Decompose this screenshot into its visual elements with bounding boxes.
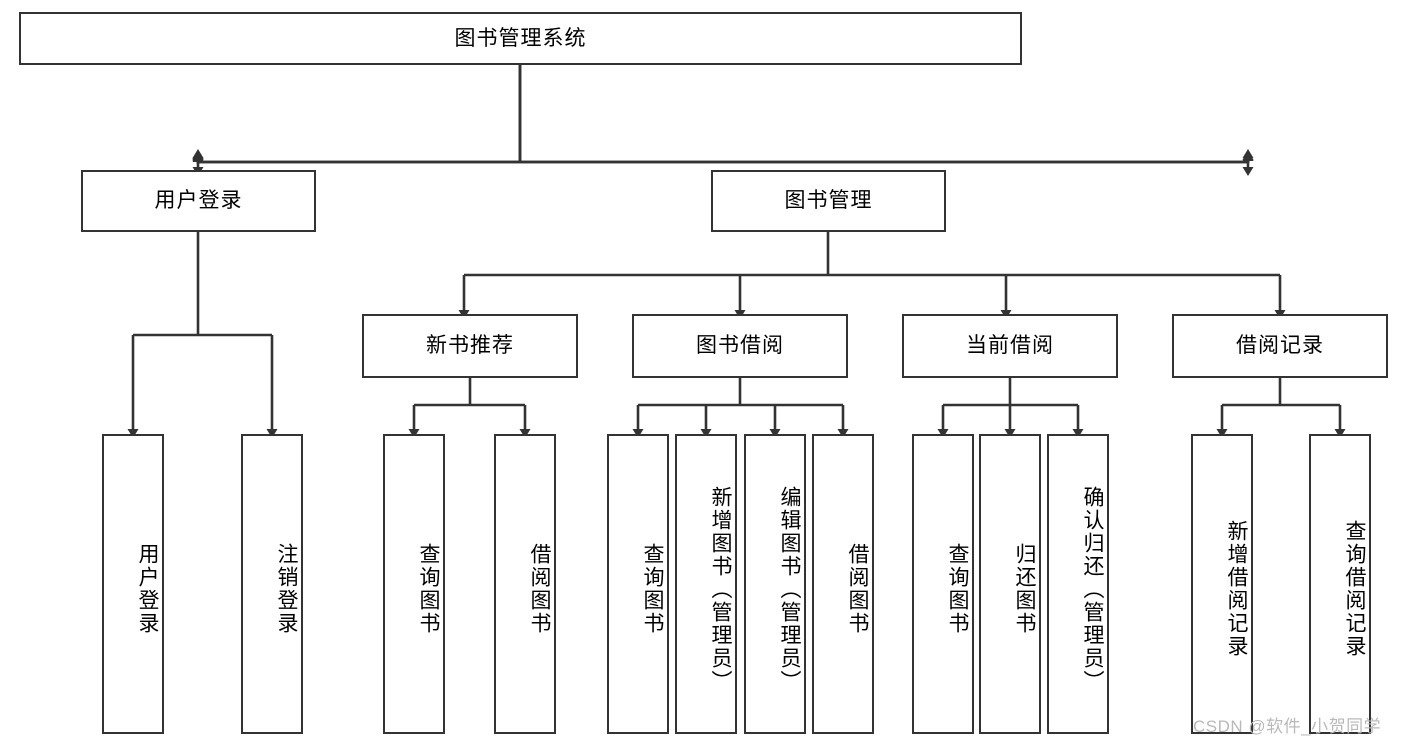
node-label: 借阅记录	[1236, 334, 1324, 358]
node-label: 借阅图书	[528, 543, 551, 635]
node-label: 新书推荐	[426, 334, 514, 358]
leaf-current-confirm-return[interactable]: 确认归还（管理员）	[1047, 434, 1109, 734]
node-new-book-recommend[interactable]: 新书推荐	[362, 314, 578, 378]
node-book-borrow[interactable]: 图书借阅	[632, 314, 848, 378]
node-label: 查询图书	[417, 543, 440, 635]
node-label: 当前借阅	[966, 334, 1054, 358]
leaf-borrow-add-book[interactable]: 新增图书（管理员）	[675, 434, 737, 734]
node-label: 查询图书	[946, 543, 969, 635]
leaf-newbook-query-book[interactable]: 查询图书	[383, 434, 445, 734]
node-user-login[interactable]: 用户登录	[81, 170, 316, 232]
leaf-record-query-record[interactable]: 查询借阅记录	[1309, 434, 1371, 734]
leaf-record-add-record[interactable]: 新增借阅记录	[1191, 434, 1253, 734]
node-label: 查询图书	[641, 543, 664, 635]
node-label: 确认归还（管理员）	[1081, 485, 1104, 693]
node-book-management[interactable]: 图书管理	[711, 170, 946, 232]
leaf-borrow-query-book[interactable]: 查询图书	[607, 434, 669, 734]
leaf-logout[interactable]: 注销登录	[241, 434, 303, 734]
node-label: 查询借阅记录	[1343, 520, 1366, 658]
node-label: 用户登录	[154, 189, 243, 213]
node-borrow-record[interactable]: 借阅记录	[1172, 314, 1388, 378]
leaf-current-return-book[interactable]: 归还图书	[979, 434, 1041, 734]
node-label: 注销登录	[275, 543, 298, 635]
node-label: 图书管理系统	[454, 26, 587, 50]
node-label: 图书管理	[784, 189, 873, 213]
node-label: 新增图书（管理员）	[709, 485, 732, 693]
leaf-newbook-borrow-book[interactable]: 借阅图书	[494, 434, 556, 734]
node-label: 编辑图书（管理员）	[778, 485, 801, 693]
node-root[interactable]: 图书管理系统	[19, 12, 1022, 65]
leaf-user-login[interactable]: 用户登录	[102, 434, 164, 734]
node-label: 新增借阅记录	[1225, 520, 1248, 658]
node-label: 用户登录	[136, 543, 159, 635]
leaf-borrow-edit-book[interactable]: 编辑图书（管理员）	[744, 434, 806, 734]
node-label: 借阅图书	[846, 543, 869, 635]
node-label: 归还图书	[1013, 543, 1036, 635]
csdn-watermark: CSDN @软件_小贺同学	[1193, 717, 1382, 736]
leaf-borrow-borrow-book[interactable]: 借阅图书	[812, 434, 874, 734]
node-current-borrow[interactable]: 当前借阅	[902, 314, 1118, 378]
node-label: 图书借阅	[696, 334, 784, 358]
leaf-current-query-book[interactable]: 查询图书	[912, 434, 974, 734]
